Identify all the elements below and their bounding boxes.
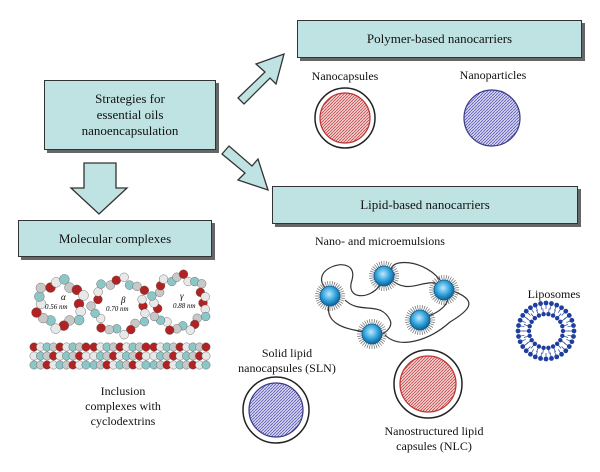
strategies-box: Strategies for essential oils nanoencaps…: [44, 80, 216, 150]
emulsion-graphic: [321, 261, 470, 343]
nanoparticle-graphic: [463, 89, 521, 147]
nlc-graphic: [393, 349, 463, 419]
liposome-graphic: [515, 300, 577, 362]
alpha-size-label: 0.56 nm: [45, 303, 68, 311]
sln-graphic: [242, 376, 310, 444]
liposomes-label: Liposomes: [527, 287, 581, 301]
arrow-to-molecular: [69, 162, 129, 215]
arrow-to-polymer: [237, 52, 285, 105]
gamma-size-label: 0.88 nm: [173, 302, 196, 310]
molecular-complexes-box: Molecular complexes: [18, 220, 212, 257]
nanocapsules-label: Nanocapsules: [311, 69, 379, 83]
nanoparticles-label: Nanoparticles: [459, 68, 527, 82]
sln-label: Solid lipid nanocapsules (SLN): [238, 346, 336, 375]
inclusion-complexes-label: Inclusion complexes with cyclodextrins: [85, 384, 161, 428]
arrow-to-lipid: [221, 145, 270, 192]
gamma-symbol: γ: [180, 291, 184, 301]
polymer-nanocarriers-box: Polymer-based nanocarriers: [297, 20, 582, 58]
emulsions-label: Nano- and microemulsions: [315, 234, 445, 248]
nanocapsule-graphic: [314, 87, 376, 149]
emulsion-droplets: [315, 261, 459, 349]
alpha-symbol: α: [61, 292, 66, 302]
beta-symbol: β: [120, 295, 126, 305]
nlc-label: Nanostructured lipid capsules (NLC): [384, 424, 484, 453]
lipid-nanocarriers-box: Lipid-based nanocarriers: [272, 186, 578, 224]
cyclodextrin-graphic: [29, 269, 211, 370]
beta-size-label: 0.70 nm: [106, 305, 129, 313]
